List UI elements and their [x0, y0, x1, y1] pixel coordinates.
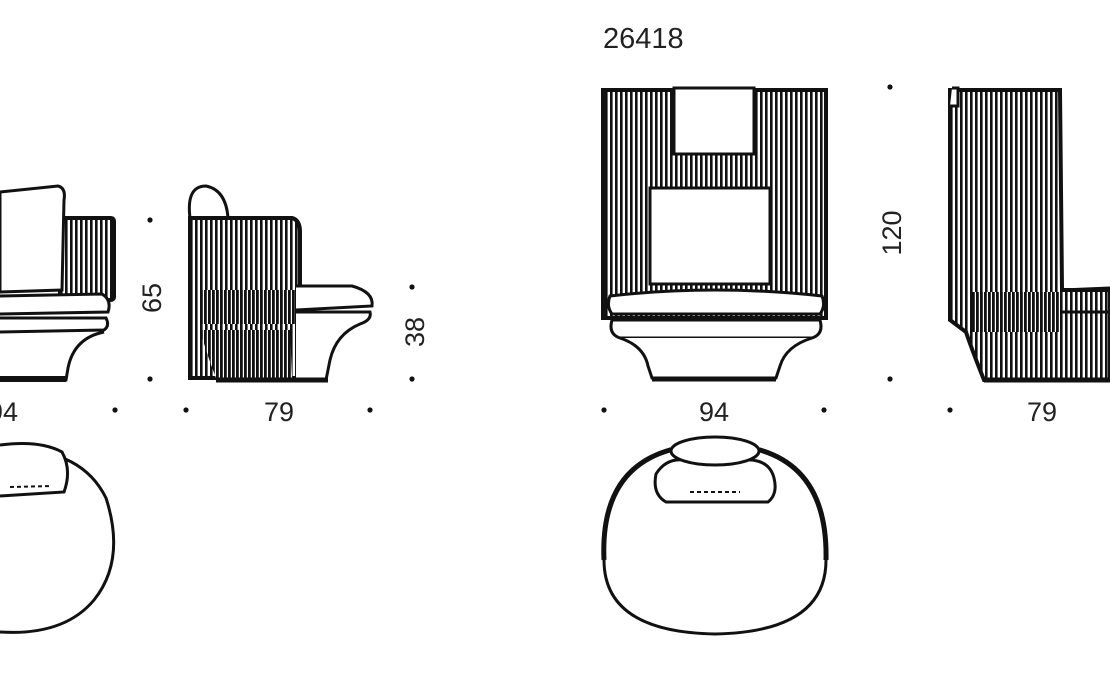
left-seat-height-label: 38: [400, 317, 430, 347]
left-side-depth-label: 79: [264, 397, 294, 427]
right-front-width-label: 94: [699, 397, 729, 427]
right-top-view: [601, 435, 829, 636]
left-front-width-label: 94: [0, 397, 18, 427]
model-code: 26418: [603, 23, 684, 55]
right-front-view: [601, 86, 828, 382]
left-top-view: [0, 442, 116, 634]
right-back-height-label: 120: [877, 210, 907, 255]
right-side-depth-label: 79: [1027, 397, 1057, 427]
right-side-view: [948, 86, 1110, 383]
left-side-view: [187, 184, 374, 383]
left-back-height-label: 65: [137, 283, 167, 313]
left-dimension-marks: [112, 217, 415, 413]
right-dimension-marks: [601, 84, 953, 413]
left-front-view: [0, 184, 116, 382]
